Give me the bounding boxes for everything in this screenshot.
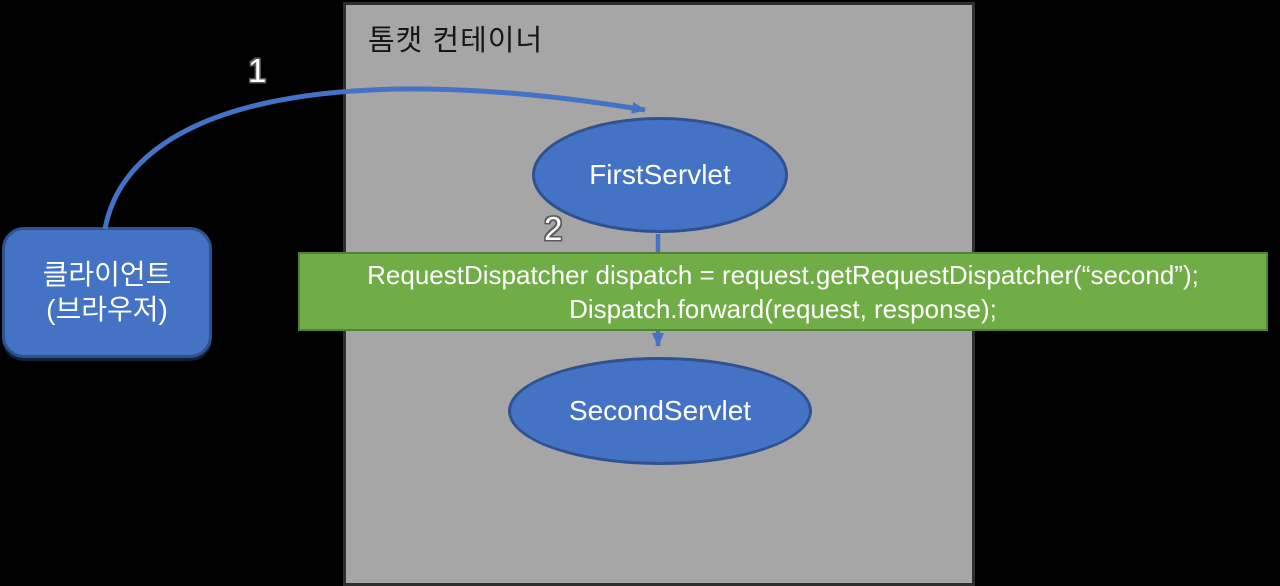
client-node: 클라이언트 (브라우저)	[2, 227, 212, 358]
code-line-1: RequestDispatcher dispatch = request.get…	[367, 260, 1199, 290]
first-servlet-node: FirstServlet	[532, 117, 788, 233]
step-2-label: 2	[544, 210, 563, 247]
first-servlet-label: FirstServlet	[589, 159, 731, 190]
tomcat-container-title: 톰캣 컨테이너	[368, 25, 544, 57]
second-servlet-label: SecondServlet	[568, 395, 752, 426]
client-label-line2: (브라우저)	[46, 293, 168, 325]
client-label-line1: 클라이언트	[42, 259, 172, 291]
step-1-label: 1	[248, 52, 267, 89]
code-line-2: Dispatch.forward(request, response);	[569, 294, 997, 324]
second-servlet-node: SecondServlet	[508, 357, 812, 465]
dispatcher-code-box: RequestDispatcher dispatch = request.get…	[298, 252, 1268, 331]
